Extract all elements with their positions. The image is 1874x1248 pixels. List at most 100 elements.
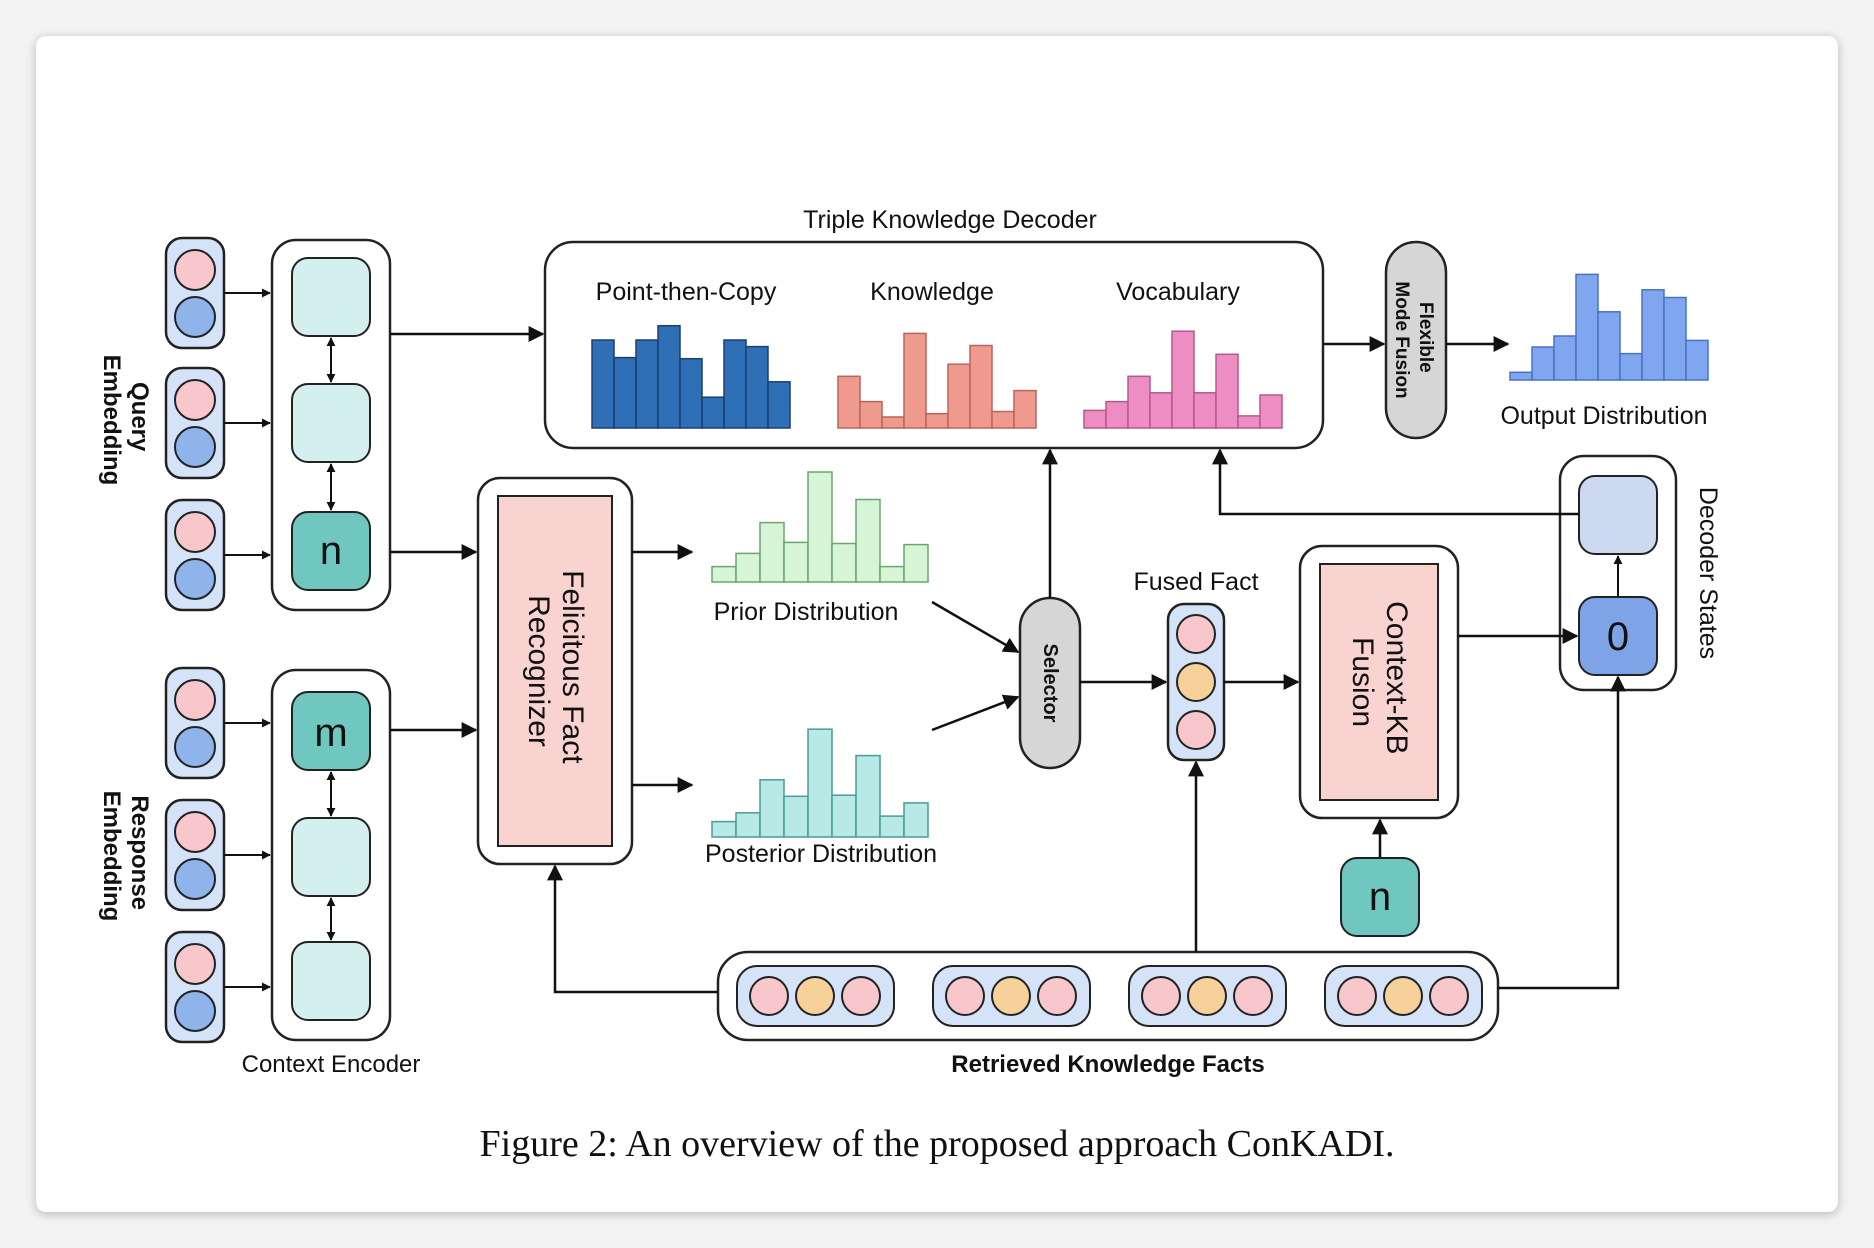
knowledge-label: Knowledge — [870, 278, 994, 306]
embedding-arrows — [224, 288, 271, 992]
response-embedding-label-line1: Response — [126, 795, 153, 910]
response-embedding-label: Response Embedding — [98, 791, 153, 922]
posterior-distribution-label: Posterior Distribution — [705, 840, 937, 868]
prior-bar — [831, 542, 857, 583]
point-then-copy-bar — [745, 345, 769, 429]
fact-triple-4 — [1324, 965, 1483, 1027]
output-bar — [1663, 296, 1687, 381]
vocabulary-bar — [1171, 330, 1195, 429]
knowledge-bar — [903, 332, 927, 429]
posterior-bar — [711, 820, 737, 838]
point-then-copy-bar — [635, 339, 659, 429]
query-embedding-3 — [164, 498, 226, 612]
vocabulary-bar — [1083, 409, 1107, 429]
knowledge-bar — [1013, 389, 1037, 429]
output-bar — [1641, 289, 1665, 381]
selector-label: Selector — [1039, 644, 1061, 723]
context-kb-fusion-line2: Fusion — [1346, 637, 1379, 727]
prior-bar — [735, 552, 761, 583]
decoder-states-label: Decoder States — [1694, 487, 1722, 659]
response-embedding-1 — [164, 666, 226, 780]
felicitous-recognizer-line1: Felicitous Fact — [556, 570, 589, 764]
point-then-copy-bar — [613, 356, 637, 429]
vocabulary-bar — [1259, 394, 1283, 429]
output-bar — [1509, 371, 1533, 381]
query-embedding-label-line2: Embedding — [98, 355, 125, 486]
vocabulary-bar — [1237, 415, 1261, 429]
knowledge-bar — [925, 412, 949, 429]
posterior-bar — [831, 794, 857, 838]
vocabulary-histogram — [1083, 330, 1283, 429]
response-encoder: m — [270, 668, 392, 1042]
prior-distribution-label: Prior Distribution — [714, 598, 899, 626]
posterior-bar — [879, 815, 905, 838]
flexible-mode-fusion-pill — [1384, 240, 1448, 440]
posterior-bar — [903, 802, 929, 838]
vocabulary-bar — [1193, 392, 1217, 429]
query-encoder: n — [270, 238, 392, 612]
context-kb-fusion-label: Context-KB Fusion — [1346, 601, 1413, 763]
prior-bar — [879, 565, 905, 583]
prior-bar — [759, 521, 785, 583]
vocabulary-bar — [1149, 392, 1173, 429]
knowledge-histogram — [837, 332, 1037, 429]
output-bar — [1553, 335, 1577, 381]
fact-triple-3 — [1128, 965, 1287, 1027]
output-bar — [1619, 352, 1643, 381]
prior-bar — [783, 541, 809, 583]
query-embedding-1 — [164, 236, 226, 350]
posterior-bar — [783, 795, 809, 838]
posterior-bar — [759, 779, 785, 838]
posterior-bar — [735, 812, 761, 838]
vocabulary-bar — [1105, 400, 1129, 429]
prior-bar — [807, 471, 833, 583]
flexible-mode-fusion-line2: Mode Fusion — [1391, 281, 1412, 398]
fused-fact-label: Fused Fact — [1133, 568, 1258, 596]
posterior-bar — [807, 728, 833, 838]
output-bar — [1597, 311, 1621, 381]
vocabulary-bar — [1215, 353, 1239, 429]
decoder-state-zero-symbol: 0 — [1607, 615, 1629, 659]
response-embedding-2 — [164, 798, 226, 912]
output-distribution-label: Output Distribution — [1500, 402, 1707, 430]
output-histogram — [1509, 273, 1709, 381]
point-then-copy-bar — [657, 324, 681, 429]
context-kb-fusion-inner — [1319, 563, 1439, 801]
knowledge-bar — [969, 344, 993, 429]
response-embedding-3 — [164, 930, 226, 1044]
prior-histogram — [711, 471, 929, 583]
felicitous-recognizer-line2: Recognizer — [522, 595, 555, 747]
vocabulary-bar — [1127, 375, 1151, 429]
fusion-n-symbol: n — [1369, 875, 1391, 919]
response-embedding-group — [164, 666, 226, 1044]
response-embedding-label-line2: Embedding — [98, 791, 125, 922]
felicitous-recognizer-label: Felicitous Fact Recognizer — [522, 570, 589, 772]
query-embedding-label: Query Embedding — [98, 355, 153, 486]
flexible-mode-fusion-label: Flexible Mode Fusion — [1391, 281, 1436, 398]
decoder-state-light — [1578, 475, 1658, 555]
context-encoder-label: Context Encoder — [242, 1051, 421, 1078]
knowledge-bar — [837, 375, 861, 429]
response-encoder-m-symbol: m — [314, 711, 347, 755]
prior-bar — [903, 543, 929, 583]
query-embedding-2 — [164, 366, 226, 480]
query-encoder-n-symbol: n — [320, 529, 342, 573]
knowledge-bar — [881, 416, 905, 429]
triple-decoder-title: Triple Knowledge Decoder — [803, 206, 1097, 234]
query-embedding-label-line1: Query — [126, 382, 153, 452]
posterior-bar — [855, 754, 881, 838]
query-embedding-group — [164, 236, 226, 612]
felicitous-recognizer-inner — [497, 495, 613, 847]
point-then-copy-bar — [679, 357, 703, 429]
figure-caption: Figure 2: An overview of the proposed ap… — [479, 1123, 1395, 1165]
posterior-histogram — [711, 728, 929, 838]
output-bar — [1531, 346, 1555, 381]
prior-bar — [711, 565, 737, 583]
point-then-copy-label: Point-then-Copy — [596, 278, 777, 306]
point-then-copy-bar — [591, 339, 615, 429]
knowledge-bar — [859, 400, 883, 429]
output-bar — [1575, 273, 1599, 381]
retrieved-facts-box — [716, 950, 1500, 1042]
prior-bar — [855, 498, 881, 583]
